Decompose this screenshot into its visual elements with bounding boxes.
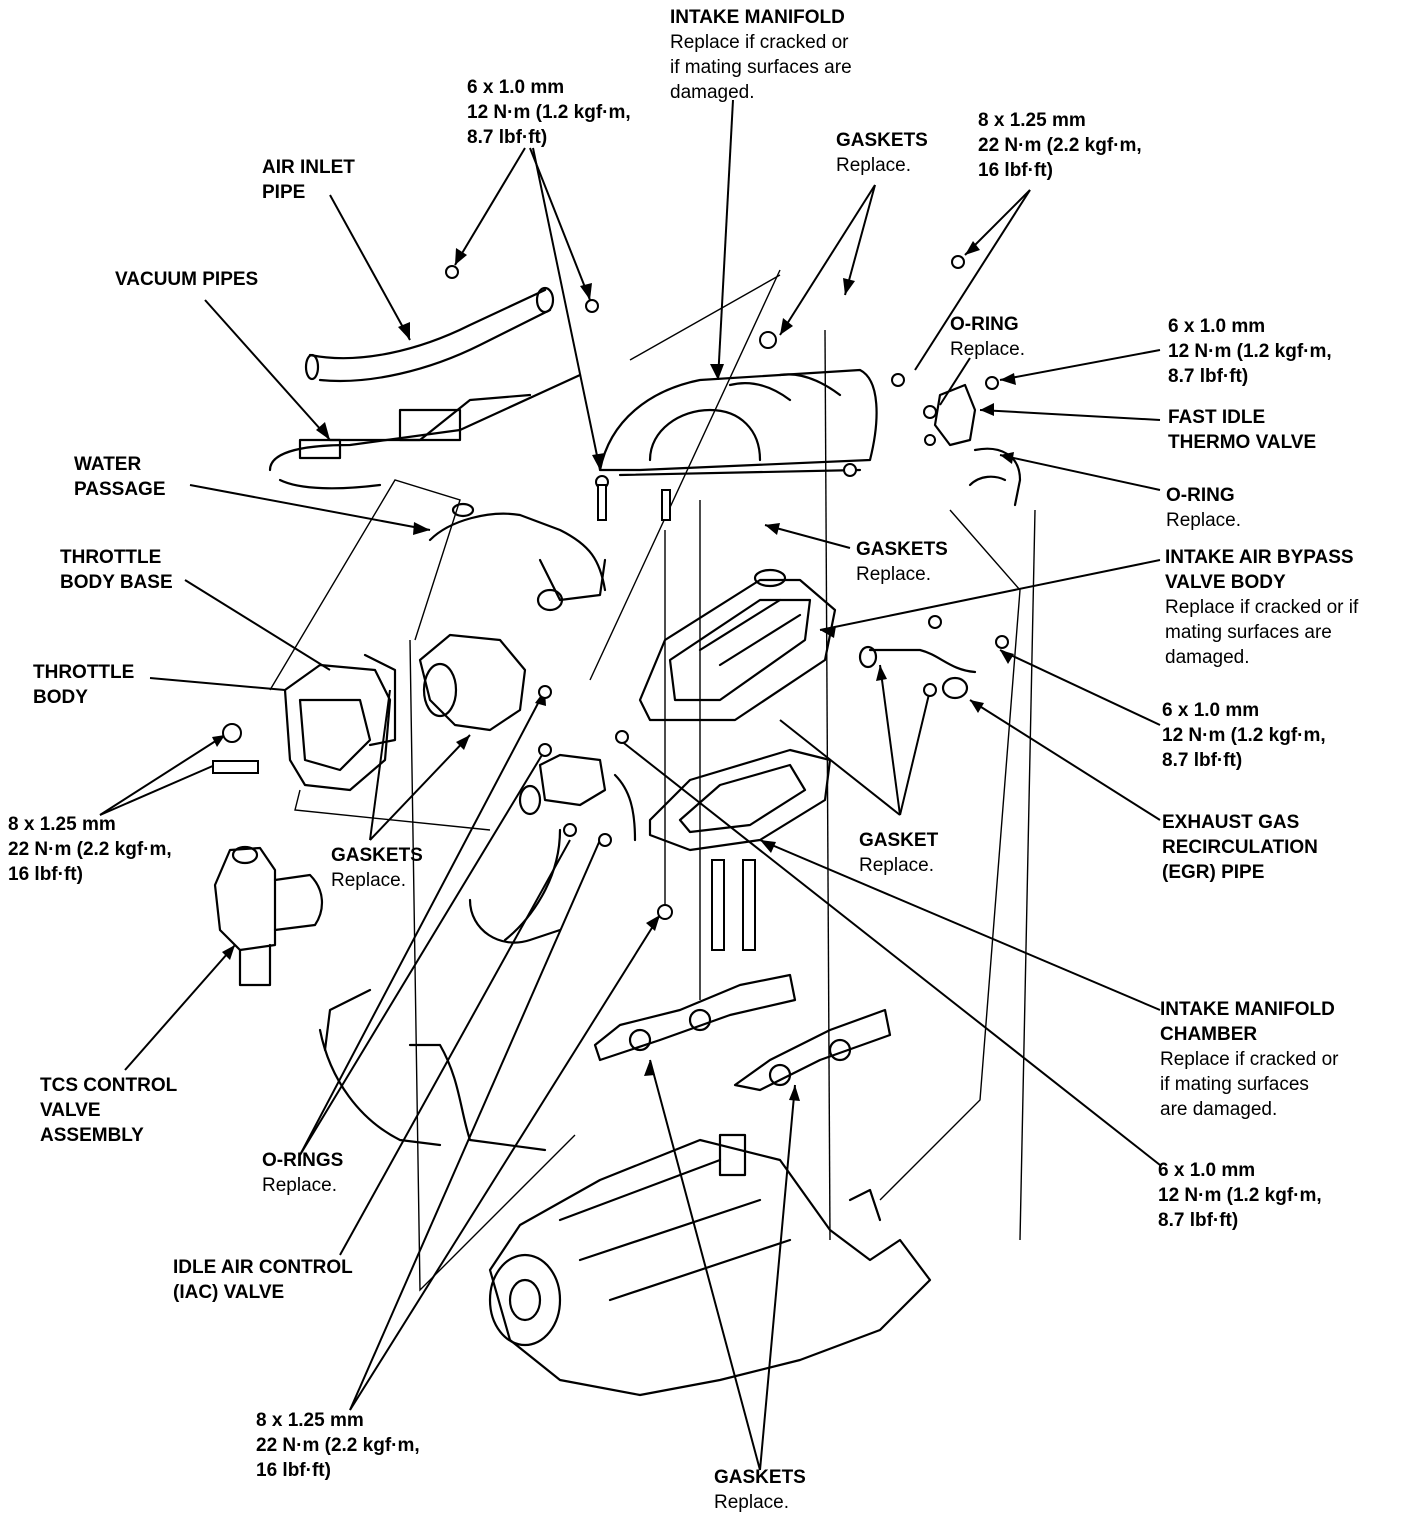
intake-manifold [598, 368, 878, 477]
label-gaskets-left: GASKETS Replace. [331, 845, 423, 891]
label-air-inlet-pipe: AIR INLET PIPE [262, 157, 355, 203]
label-o-ring-top: O-RING Replace. [950, 314, 1025, 360]
label-throttle-body: THROTTLE BODY [33, 662, 135, 708]
throttle-body-base [418, 633, 527, 732]
vacuum-pipes [268, 373, 582, 490]
label-o-rings-bottom: O-RINGS Replace. [262, 1150, 344, 1196]
label-bolt-bottom: 8 x 1.25 mm 22 N·m (2.2 kgf·m, 16 lbf·ft… [256, 1410, 420, 1481]
label-intake-manifold-chamber: INTAKE MANIFOLD CHAMBER Replace if crack… [1160, 999, 1339, 1120]
label-intake-air-bypass-valve-body: INTAKE AIR BYPASS VALVE BODY Replace if … [1165, 547, 1359, 668]
label-intake-manifold: INTAKE MANIFOLD Replace if cracked or if… [670, 7, 852, 103]
label-bolt-right-lower: 6 x 1.0 mm 12 N·m (1.2 kgf·m, 8.7 lbf·ft… [1158, 1160, 1322, 1231]
arrowheads [212, 241, 1016, 1101]
air-inlet-pipe [304, 286, 555, 383]
egr-pipe [858, 645, 977, 700]
iac-valve [518, 753, 637, 842]
water-passage [428, 502, 607, 612]
label-o-ring-right: O-RING Replace. [1166, 485, 1241, 531]
label-fast-idle-thermo-valve: FAST IDLE THERMO VALVE [1168, 407, 1317, 453]
intake-manifold-chamber [648, 748, 832, 852]
leader-lines [99, 99, 1161, 1471]
label-water-passage: WATER PASSAGE [74, 454, 166, 500]
label-gasket-mid: GASKET Replace. [859, 830, 939, 876]
label-egr-pipe: EXHAUST GAS RECIRCULATION (EGR) PIPE [1162, 812, 1318, 883]
intake-gaskets [593, 973, 892, 1092]
label-bolt-top-right: 8 x 1.25 mm 22 N·m (2.2 kgf·m, 16 lbf·ft… [978, 110, 1142, 181]
label-vacuum-pipes: VACUUM PIPES [115, 269, 259, 290]
label-gaskets-top: GASKETS Replace. [836, 130, 928, 176]
label-bolt-left: 8 x 1.25 mm 22 N·m (2.2 kgf·m, 16 lbf·ft… [8, 814, 172, 885]
label-gaskets-bottom: GASKETS Replace. [714, 1467, 806, 1513]
hoses [318, 828, 562, 1152]
label-bolt-right-upper: 6 x 1.0 mm 12 N·m (1.2 kgf·m, 8.7 lbf·ft… [1168, 316, 1332, 387]
label-iac-valve: IDLE AIR CONTROL (IAC) VALVE [173, 1257, 353, 1303]
tcs-control-valve-assembly [213, 845, 323, 987]
label-throttle-body-base: THROTTLE BODY BASE [60, 547, 173, 593]
label-tcs-control-valve-assembly: TCS CONTROL VALVE ASSEMBLY [40, 1075, 178, 1146]
label-bolt-top-center: 6 x 1.0 mm 12 N·m (1.2 kgf·m, 8.7 lbf·ft… [467, 77, 631, 148]
engine-block [488, 1133, 932, 1397]
intake-air-bypass-valve-body [638, 568, 837, 722]
label-bolt-right-mid: 6 x 1.0 mm 12 N·m (1.2 kgf·m, 8.7 lbf·ft… [1162, 700, 1326, 771]
throttle-body [283, 653, 397, 792]
label-gaskets-mid: GASKETS Replace. [856, 539, 948, 585]
bolts [212, 255, 1009, 951]
fast-idle-thermo-valve [933, 383, 1022, 507]
alignment-lines [269, 269, 1036, 1292]
